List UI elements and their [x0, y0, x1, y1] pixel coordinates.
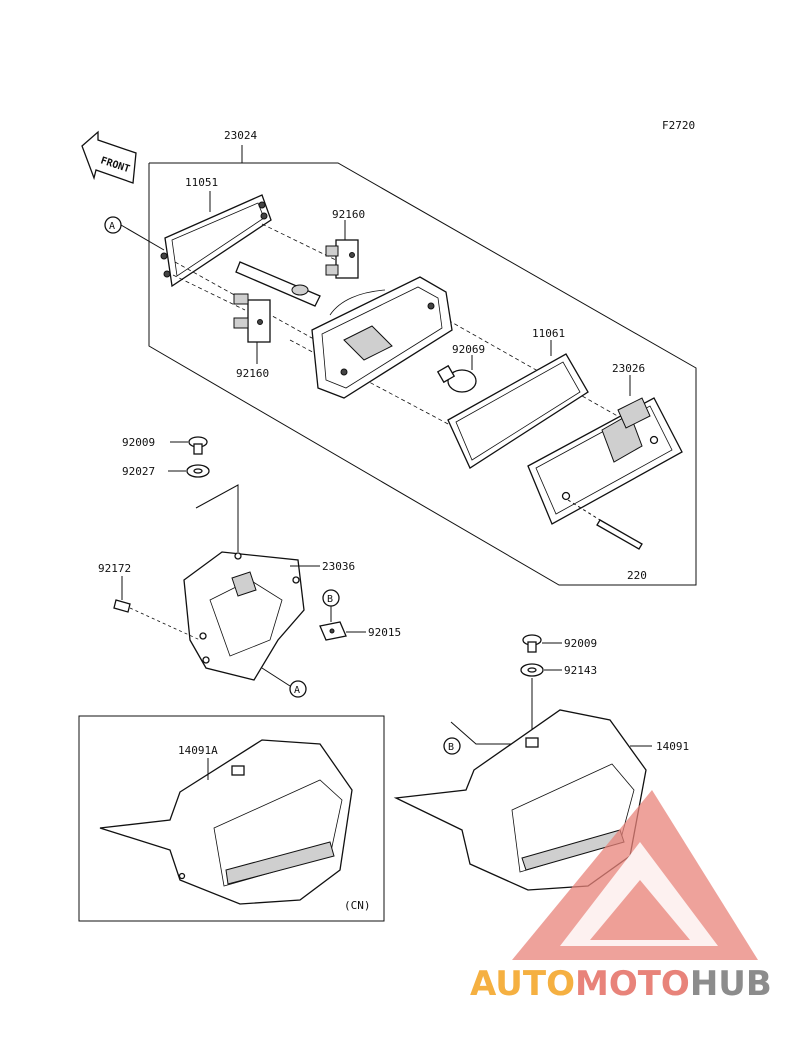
- assembly-outline: [148, 145, 697, 586]
- figure-code: F2720: [662, 119, 695, 132]
- watermark-auto: AUTO: [470, 964, 575, 1004]
- ref-a-bottom: A: [294, 685, 300, 696]
- screw-92172: [113, 599, 201, 641]
- gasket-plate-11051: [160, 194, 272, 288]
- watermark-hub: HUB: [690, 964, 772, 1004]
- watermark-moto: MOTO: [575, 964, 690, 1004]
- label-11051: 11051: [185, 176, 218, 189]
- label-23026: 23026: [612, 362, 645, 375]
- label-220: 220: [627, 569, 647, 582]
- gasket-11061: [447, 353, 589, 469]
- label-92027: 92027: [122, 465, 155, 478]
- socket-92160-bottom: [233, 293, 271, 343]
- label-23024: 23024: [224, 129, 257, 142]
- washer-92143: [520, 663, 544, 677]
- label-11061: 11061: [532, 327, 565, 340]
- label-92009-left: 92009: [122, 436, 155, 449]
- lens-23026: [527, 397, 683, 525]
- bolt-92009-left: [188, 436, 208, 455]
- ref-b-top: B: [327, 594, 333, 605]
- label-92009-right: 92009: [564, 637, 597, 650]
- front-arrow-icon: FRONT: [81, 130, 137, 184]
- bulb-92069: [436, 364, 477, 393]
- screw-220: [567, 499, 643, 550]
- label-92160-top: 92160: [332, 208, 365, 221]
- region-note: (CN): [344, 899, 371, 912]
- svg-text:AUTOMOTOHUB: AUTOMOTOHUB: [470, 964, 772, 1004]
- label-92069: 92069: [452, 343, 485, 356]
- label-14091: 14091: [656, 740, 689, 753]
- ref-a-top: A: [109, 221, 115, 232]
- rear-fender-14091A: [99, 739, 353, 905]
- label-92160-bottom: 92160: [236, 367, 269, 380]
- watermark-logo: AUTOMOTOHUB: [470, 790, 772, 1004]
- variant-box-cn: [78, 715, 385, 922]
- bolt-92009-right: [522, 634, 542, 653]
- label-14091A: 14091A: [178, 744, 218, 757]
- socket-92160-top: [325, 239, 359, 279]
- label-92015: 92015: [368, 626, 401, 639]
- clip-92015: [319, 621, 347, 641]
- label-92172: 92172: [98, 562, 131, 575]
- lamp-housing: [311, 276, 453, 399]
- wire-harness: [235, 261, 321, 307]
- washer-92027: [186, 464, 210, 478]
- ref-b-bottom: B: [448, 742, 454, 753]
- label-23036: 23036: [322, 560, 355, 573]
- label-92143: 92143: [564, 664, 597, 677]
- bracket-23036: [183, 551, 305, 681]
